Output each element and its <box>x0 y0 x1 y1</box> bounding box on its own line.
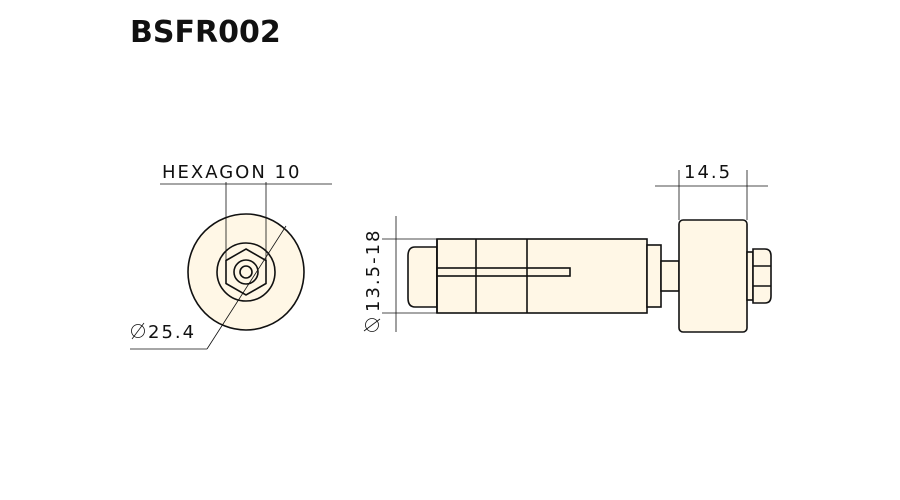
cap-length-label: 14.5 <box>684 162 732 183</box>
bolt-shaft <box>660 260 680 292</box>
part-number-title: BSFR002 <box>130 15 281 50</box>
bolt-washer <box>746 251 754 301</box>
expander-range-label: 13.5-18 <box>363 229 384 312</box>
outer-diameter-label: 25.4 <box>148 322 196 343</box>
hexagon-label: HEXAGON 10 <box>162 162 301 183</box>
end-view: HEXAGON 10 25.4 <box>130 162 332 350</box>
diameter-symbol-icon <box>131 322 145 340</box>
bolt-washer-circle <box>233 259 259 285</box>
bolt-head <box>752 248 772 304</box>
expander-tip <box>407 246 438 308</box>
diameter-leader-diagonal <box>206 225 287 350</box>
diameter-symbol-icon <box>363 318 381 332</box>
bolt-shaft-circle <box>239 265 253 279</box>
expander-step-ring <box>646 244 662 308</box>
end-cap <box>678 219 748 333</box>
side-view: 13.5-18 14.5 <box>363 162 772 333</box>
expander-slot <box>436 267 571 277</box>
